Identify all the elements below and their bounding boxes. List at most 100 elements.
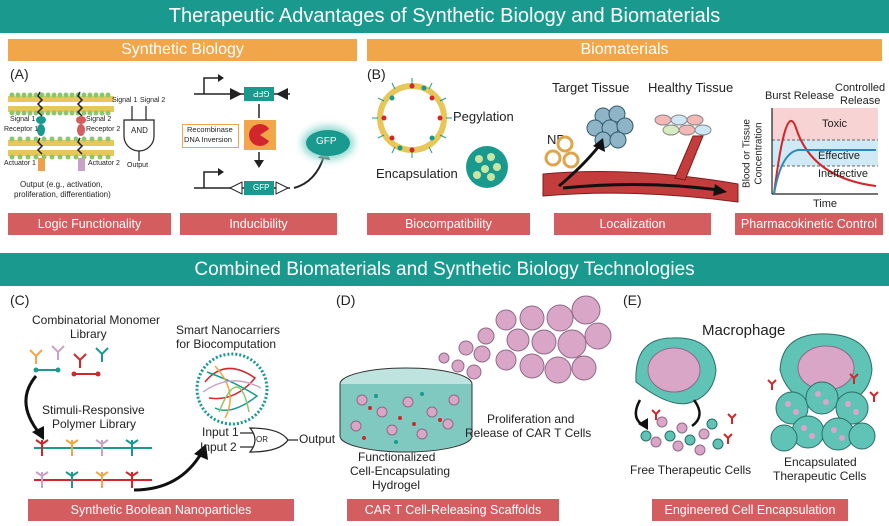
inducibility-label: Inducibility	[180, 213, 337, 235]
controlled-curve	[773, 148, 876, 195]
boolean-nanoparticles-label: Synthetic Boolean Nanoparticles	[28, 499, 294, 521]
encapsulated-line-2: Therapeutic Cells	[773, 469, 867, 483]
panel-e-letter: (E)	[623, 292, 642, 308]
flow-arrow	[562, 182, 720, 192]
biocompatibility-label: Biocompatibility	[367, 213, 530, 235]
free-cells-label: Free Therapeutic Cells	[630, 463, 752, 477]
toxic-label: Toxic	[822, 118, 848, 130]
encapsulation-label: Encapsulation	[376, 166, 458, 181]
signal-1-shape	[36, 116, 46, 124]
panel-d-letter: (D)	[336, 292, 356, 308]
actuator-1-shape	[38, 158, 45, 171]
pk-ylabel-1: Blood or Tissue	[741, 119, 753, 188]
cell-encapsulation-label: Engineered Cell Encapsulation	[652, 499, 848, 521]
library-arrow	[24, 375, 44, 440]
biomat-header: Biomaterials	[367, 39, 882, 61]
monomer-library-line-2: Library	[70, 327, 107, 341]
gfp-inverted-box	[244, 87, 274, 101]
monomer-library-line-1: Combinatorial Monomer	[32, 313, 161, 327]
gfp-protein-label: GFP	[316, 136, 337, 147]
localization-label: Localization	[554, 213, 711, 235]
free-cells	[634, 399, 737, 456]
monomer-icons	[29, 345, 109, 377]
page-title: Therapeutic Advantages of Synthetic Biol…	[168, 5, 721, 27]
smart-nanocarrier-line-1: Smart Nanocarriers	[176, 323, 281, 337]
tumor-cluster	[586, 105, 634, 149]
receptor-2-label: Receptor 2	[86, 126, 121, 133]
gfp-upright-label: GFP	[253, 183, 270, 192]
nanoparticles	[544, 135, 580, 169]
healthy-cells	[654, 114, 712, 136]
or-gate	[240, 427, 298, 453]
pegylation-label: Pegylation	[453, 109, 514, 124]
pk-chart	[771, 108, 878, 195]
gate-signal-2-label: Signal 2	[140, 97, 166, 104]
output-line-2: proliferation, differentiation)	[14, 190, 111, 199]
signal-2-label: Signal 2	[86, 116, 112, 123]
hydrogel-line-2: Cell-Encapsulating	[350, 464, 451, 478]
recombinase-label-2: DNA Inversion	[184, 135, 232, 144]
car-t-scaffolds-label: CAR T Cell-Releasing Scaffolds	[347, 499, 559, 521]
input-1-label: Input 1	[202, 425, 239, 439]
promoter-arrow-bottom	[203, 171, 222, 188]
input-2-label: Input 2	[200, 440, 237, 454]
combined-banner: Combined Biomaterials and Synthetic Biol…	[0, 253, 889, 286]
stimuli-line-1: Stimuli-Responsive	[42, 403, 145, 417]
signal-2-shape	[76, 116, 86, 124]
membrane-top	[8, 92, 114, 116]
panel-c-letter: (C)	[10, 292, 30, 308]
target-tissue-label: Target Tissue	[552, 80, 630, 95]
synbio-header-text: Synthetic Biology	[121, 41, 244, 58]
actuator-2-label: Actuator 2	[88, 160, 120, 167]
gfp-protein	[306, 130, 350, 156]
macrophages	[635, 333, 873, 405]
hydrogel-body	[339, 384, 473, 453]
actuator-1-label: Actuator 1	[4, 160, 36, 167]
encapsulated-cells	[767, 373, 879, 452]
gate-output-label: Output	[127, 162, 149, 169]
membrane-bottom	[8, 136, 114, 160]
synbio-header: Synthetic Biology	[8, 39, 357, 61]
logic-functionality-label: Logic Functionality	[8, 213, 171, 235]
and-gate	[123, 106, 155, 161]
promoter-arrow-top	[203, 77, 222, 94]
toxic-zone	[772, 108, 878, 140]
gfp-inverted-label: GFP	[253, 89, 270, 98]
receptor-1-chain	[36, 91, 44, 117]
actuator-2-shape	[78, 158, 85, 171]
signal-1-label: Signal 1	[10, 116, 36, 123]
pharmacokinetic-control-label: Pharmacokinetic Control	[735, 213, 883, 235]
released-car-t-cells	[438, 295, 612, 384]
receptor-1-label: Receptor 1	[4, 126, 39, 133]
ineffective-label: Ineffective	[818, 168, 868, 180]
biomat-header-text: Biomaterials	[580, 41, 669, 58]
hydrogel-line-1: Functionalized	[358, 450, 436, 464]
vessel-diagram	[542, 105, 739, 203]
gfp-upright-box	[244, 181, 274, 195]
hydrogel-line-3: Hydrogel	[372, 478, 421, 492]
panel-a-letter: (A)	[10, 66, 29, 82]
receptor-1-shape	[37, 124, 45, 136]
polymer-chains	[34, 439, 152, 488]
healthy-tissue-label: Healthy Tissue	[648, 80, 734, 95]
or-output-label: Output	[299, 432, 336, 446]
output-line-1: Output (e.g., activation,	[20, 180, 103, 189]
smart-nanocarrier	[195, 352, 269, 426]
recombinase-label-1: Recombinase	[187, 125, 233, 134]
membrane-diagram	[8, 91, 114, 171]
pk-ylabel-2: Concentration	[753, 122, 765, 185]
controlled-release-label-1: Controlled	[835, 82, 886, 94]
recombinase-label-box	[182, 124, 239, 148]
and-gate-label: AND	[131, 126, 148, 135]
proliferation-line-1: Proliferation and	[487, 412, 575, 426]
burst-release-label: Burst Release	[765, 90, 835, 102]
encapsulated-line-1: Encapsulated	[784, 455, 857, 469]
effective-label: Effective	[818, 150, 860, 162]
title-banner: Therapeutic Advantages of Synthetic Biol…	[0, 0, 889, 33]
gate-signal-1-label: Signal 1	[112, 97, 138, 104]
macrophage-label: Macrophage	[702, 322, 786, 339]
pk-xlabel: Time	[813, 198, 838, 210]
blood-vessel	[542, 171, 739, 203]
receptor-2-chain	[76, 91, 84, 117]
burst-curve	[773, 120, 877, 195]
